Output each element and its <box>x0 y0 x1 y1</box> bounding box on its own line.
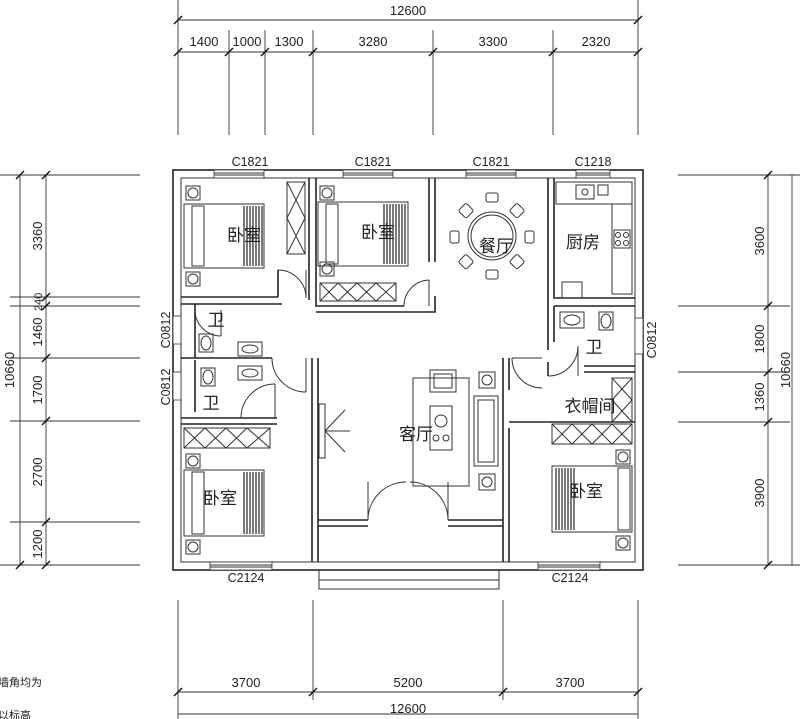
left-dim-2: 240 <box>33 293 45 311</box>
room-label-bedroom-n: 卧室 <box>361 223 395 243</box>
window-label-left-1: C0812 <box>159 312 173 349</box>
window-label-right-1: C0812 <box>645 322 659 359</box>
room-label-bedroom-nw: 卧室 <box>227 226 261 246</box>
room-label-bath-1: 卫 <box>208 311 225 331</box>
bottom-dim-1: 3700 <box>232 675 261 690</box>
right-dim-4: 3900 <box>752 479 767 508</box>
top-dim-1: 1400 <box>190 34 219 49</box>
room-labels: 卧室 卧室 餐厅 厨房 卫 卫 卫 客厅 衣帽间 卧室 卧室 <box>203 223 616 509</box>
window-label-top-4: C1218 <box>575 155 612 169</box>
window-label-left-2: C0812 <box>159 369 173 406</box>
windows: C1821 C1821 C1821 C1218 C2124 C2124 C081… <box>159 155 659 585</box>
left-dim-4: 1700 <box>30 376 45 405</box>
left-total-dim: 10660 <box>2 352 17 388</box>
right-total-dim: 10660 <box>778 352 793 388</box>
left-dim-6: 1200 <box>30 530 45 559</box>
right-dim-2: 1800 <box>752 325 767 354</box>
room-label-bedroom-sw: 卧室 <box>203 489 237 509</box>
bottom-dim-2: 5200 <box>394 675 423 690</box>
window-label-bottom-1: C2124 <box>228 571 265 585</box>
note-line-1: 墙角均为 <box>0 675 42 689</box>
right-dim-1: 3600 <box>752 227 767 256</box>
window-label-top-3: C1821 <box>473 155 510 169</box>
left-dim-3: 1460 <box>30 318 45 347</box>
interior-walls <box>181 178 635 562</box>
top-dim-6: 2320 <box>582 34 611 49</box>
room-label-living: 客厅 <box>399 425 433 445</box>
bottom-dimensions: 3700 5200 3700 12600 <box>173 600 643 719</box>
room-label-dining: 餐厅 <box>479 237 513 257</box>
room-label-closet: 衣帽间 <box>565 397 616 417</box>
top-dim-2: 1000 <box>233 34 262 49</box>
furniture <box>183 181 633 555</box>
window-label-top-2: C1821 <box>355 155 392 169</box>
right-dimensions: 3600 1800 1360 3900 10660 <box>678 170 800 570</box>
bottom-total-dim: 12600 <box>390 701 426 716</box>
outer-walls <box>172 169 644 590</box>
room-label-kitchen: 厨房 <box>566 233 600 253</box>
left-dimensions: 3360 240 1460 1700 2700 1200 10660 <box>0 170 140 570</box>
top-dimensions: 12600 1400 1000 1300 3280 3300 2320 <box>173 0 643 135</box>
right-dim-3: 1360 <box>752 383 767 412</box>
left-dim-5: 2700 <box>30 458 45 487</box>
top-total-dim: 12600 <box>390 3 426 18</box>
window-label-top-1: C1821 <box>232 155 269 169</box>
top-dim-3: 1300 <box>275 34 304 49</box>
doors <box>194 269 579 521</box>
top-dim-4: 3280 <box>359 34 388 49</box>
room-label-bath-3: 卫 <box>586 338 603 358</box>
note-line-2: 以标高 <box>0 708 31 719</box>
window-label-bottom-2: C2124 <box>552 571 589 585</box>
notes: 墙角均为 以标高 <box>0 675 42 719</box>
top-dim-5: 3300 <box>479 34 508 49</box>
room-label-bedroom-se: 卧室 <box>569 482 603 502</box>
left-dim-1: 3360 <box>30 222 45 251</box>
bottom-dim-3: 3700 <box>556 675 585 690</box>
room-label-bath-2: 卫 <box>203 394 220 414</box>
